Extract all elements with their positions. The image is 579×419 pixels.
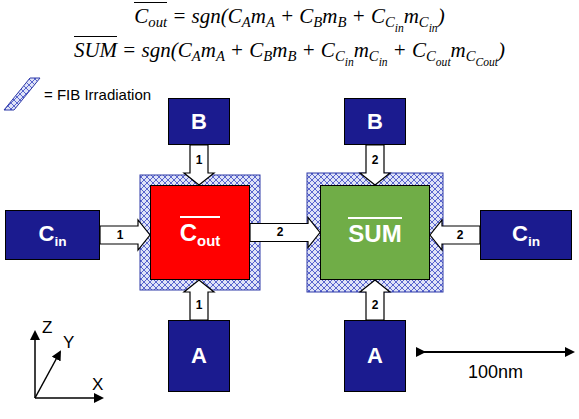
arrow-number: 2 (371, 299, 380, 312)
equation-term: + C (393, 38, 426, 62)
equation-term: A (266, 14, 275, 30)
equation-term: + C (351, 4, 384, 28)
node-label: SUM (348, 217, 401, 248)
node-label: Cout (180, 216, 220, 249)
signal-arrow (100, 220, 150, 250)
node-label: Cin (39, 221, 67, 249)
node-label: A (367, 343, 383, 369)
node-text: C (180, 219, 197, 246)
equation-term: = sgn( (122, 38, 178, 62)
arrow-number: 1 (195, 154, 204, 167)
input-pad: Cin (480, 210, 572, 260)
node-text: in (54, 234, 66, 249)
equation-term: C (385, 14, 395, 30)
equation-term: C (369, 48, 379, 64)
equation-term: m (272, 38, 287, 62)
output-magnet: SUM (320, 185, 430, 280)
scale-bar (424, 351, 573, 353)
equation-term: in (345, 56, 354, 68)
signal-arrow (184, 145, 214, 185)
equation-term: m (451, 38, 466, 62)
node-text: C (512, 221, 528, 246)
node-label: Cin (512, 221, 540, 249)
equation-term: out (148, 14, 167, 30)
equation-term: B (287, 48, 296, 64)
equation-term: m (354, 38, 369, 62)
node-text: SUM (348, 220, 401, 247)
equation-term: C (134, 4, 148, 28)
arrow-number: 2 (276, 226, 285, 239)
equation-term: m (322, 4, 337, 28)
equation-term: Cout (476, 56, 498, 68)
equation-term: out (436, 56, 451, 68)
y-axis (35, 352, 60, 398)
node-label: B (191, 109, 207, 135)
equation-term: in (395, 22, 404, 34)
equation-term: + C (301, 38, 334, 62)
arrow-number: 2 (456, 229, 465, 242)
equation-term: B (263, 48, 272, 64)
node-text: A (367, 343, 383, 368)
fib-region (140, 175, 260, 290)
equation-term: A (192, 48, 201, 64)
equation-term: A (216, 48, 225, 64)
arrow-number: 1 (116, 229, 125, 242)
node-text: in (528, 234, 540, 249)
node-label: B (367, 109, 383, 135)
equation-term: B (313, 14, 322, 30)
gate-magnet: Cout (150, 185, 250, 280)
input-pad: B (344, 98, 406, 145)
legend-text: = FIB Irradiation (44, 86, 151, 103)
equation: SUM= sgn(CAmA+ CBmB+ CCinmCin+ CCoutmCCo… (0, 38, 579, 68)
arrow-number: 2 (371, 154, 380, 167)
overline-group: SUM (74, 36, 117, 62)
arrow-number: 1 (195, 299, 204, 312)
axis-label: X (92, 375, 103, 395)
fib-region (307, 173, 443, 292)
input-pad: Cin (5, 210, 100, 260)
equation-term: = sgn( (172, 4, 228, 28)
equation: Cout= sgn(CAmA+ CBmB+ CCinmCin) (0, 4, 579, 34)
equation-term: A (242, 14, 251, 30)
node-text: C (39, 221, 55, 246)
x-axis (35, 397, 102, 399)
input-pad: A (168, 320, 230, 392)
overline-group: Cout (134, 2, 167, 28)
node-text: B (191, 109, 207, 134)
equation-term: C (178, 38, 192, 62)
signal-arrow (360, 145, 390, 185)
equation-term: C (426, 48, 436, 64)
node-text: A (191, 343, 207, 368)
equation-term: C (335, 48, 345, 64)
equation-term: m (251, 4, 266, 28)
equation-term: + C (230, 38, 263, 62)
equation-term: ) (498, 38, 505, 62)
equation-term: + C (280, 4, 313, 28)
z-axis (34, 332, 36, 398)
equation-term: C (466, 48, 476, 64)
axis-label: Z (42, 318, 52, 338)
signal-arrow (360, 280, 390, 320)
equation-term: B (337, 14, 346, 30)
scale-label: 100nm (468, 362, 523, 383)
equation-term: in (429, 22, 438, 34)
input-pad: A (344, 320, 406, 392)
equation-term: in (379, 56, 388, 68)
signal-arrow (430, 220, 480, 250)
equation-term: m (201, 38, 216, 62)
legend-swatch (2, 76, 42, 112)
equation-term: C (419, 14, 429, 30)
signal-arrow (184, 280, 214, 320)
node-text: out (197, 233, 220, 249)
input-pad: B (168, 98, 230, 145)
equation-term: SUM (74, 38, 117, 62)
equation-term: m (404, 4, 419, 28)
signal-arrow (250, 218, 320, 248)
node-text: B (367, 109, 383, 134)
equation-term: C (228, 4, 242, 28)
equation-term: ) (438, 4, 445, 28)
node-label: A (191, 343, 207, 369)
axis-label: Y (63, 333, 74, 353)
